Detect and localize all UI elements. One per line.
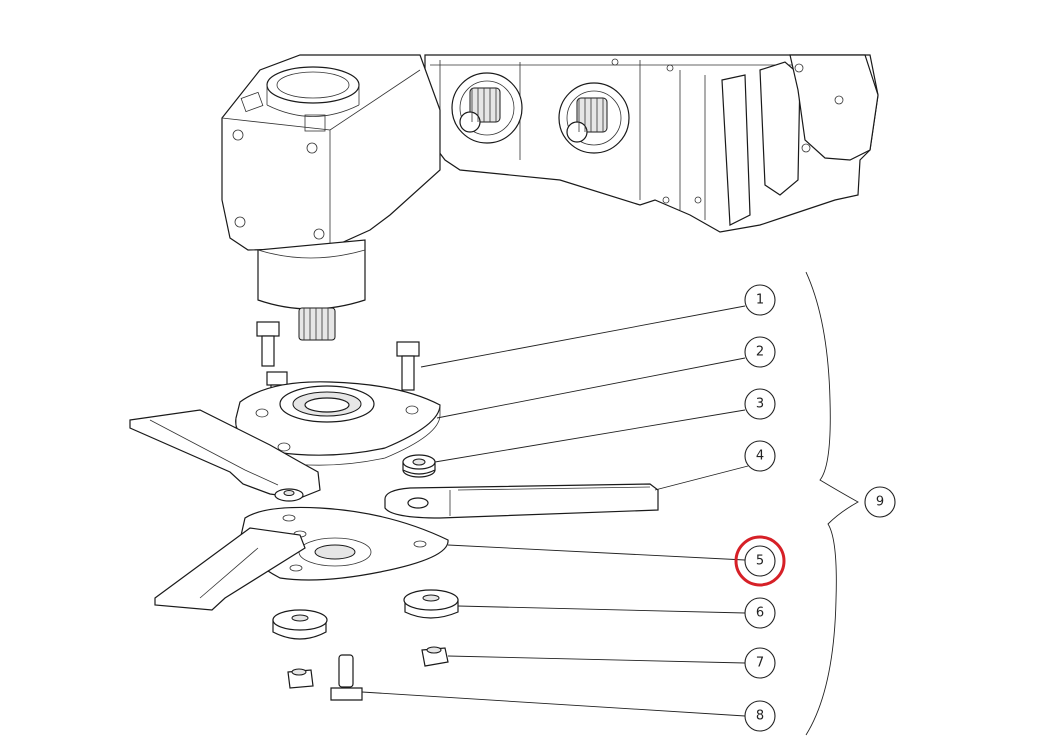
spacer-small <box>274 488 304 502</box>
bolt-right <box>396 341 420 391</box>
bolt-bottom <box>330 654 363 701</box>
callout-1-label: 1 <box>756 293 764 308</box>
callout-3: 3 <box>744 388 776 420</box>
callout-8-label: 8 <box>756 709 764 724</box>
callout-2: 2 <box>744 336 776 368</box>
gearbox-assembly <box>221 54 879 341</box>
nut-left <box>287 668 314 689</box>
callout-7-label: 7 <box>756 656 764 671</box>
leader-lines <box>361 271 859 736</box>
upper-flange-plate <box>235 381 441 466</box>
callout-5-highlight-ring <box>734 535 786 587</box>
callout-5-label: 5 <box>756 554 764 569</box>
output-shaft-left <box>451 72 523 144</box>
callout-2-label: 2 <box>756 345 764 360</box>
output-shaft-right <box>558 82 630 154</box>
callout-6-label: 6 <box>756 606 764 621</box>
callout-9: 9 <box>864 486 896 518</box>
motor-body <box>221 54 441 341</box>
lower-flange-plate <box>239 506 449 581</box>
nut-right <box>421 646 449 667</box>
spacer <box>402 454 436 478</box>
rubber-mount-left <box>272 609 328 640</box>
callout-4-label: 4 <box>756 449 764 464</box>
callout-8: 8 <box>744 700 776 732</box>
callout-9-label: 9 <box>876 495 884 510</box>
callout-5: 5 <box>734 535 786 587</box>
arm-bar <box>384 483 659 519</box>
upper-blade <box>129 409 321 499</box>
callout-4: 4 <box>744 440 776 472</box>
callout-6: 6 <box>744 597 776 629</box>
callout-7: 7 <box>744 647 776 679</box>
lower-blade <box>154 527 306 611</box>
callout-1: 1 <box>744 284 776 316</box>
bolt-left <box>256 321 280 367</box>
rubber-mount-right <box>403 589 459 619</box>
callout-3-label: 3 <box>756 397 764 412</box>
